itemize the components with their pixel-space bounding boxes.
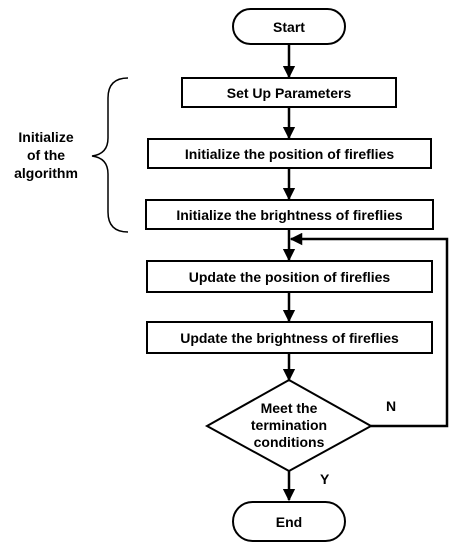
group-brace xyxy=(91,77,129,233)
decision-line-1: Meet the xyxy=(260,400,318,416)
start-terminal: Start xyxy=(232,8,346,45)
branch-no-label: N xyxy=(386,398,397,414)
setup-parameters-box: Set Up Parameters xyxy=(181,77,397,108)
update-brightness-box: Update the brightness of fireflies xyxy=(146,321,433,354)
branch-yes-label: Y xyxy=(320,471,330,487)
group-label-line-3: algorithm xyxy=(14,165,78,181)
update-position-box: Update the position of fireflies xyxy=(146,260,433,293)
decision-label: Meet the termination conditions xyxy=(219,400,359,451)
decision-diamond xyxy=(204,378,374,473)
arrow-loop-back xyxy=(289,232,449,428)
init-position-box: Initialize the position of fireflies xyxy=(147,138,432,169)
group-label-line-1: Initialize xyxy=(18,129,74,145)
group-label-line-2: of the xyxy=(26,147,66,163)
group-label: Initialize of the algorithm xyxy=(0,128,92,182)
decision-line-2: termination xyxy=(250,417,328,433)
end-terminal: End xyxy=(232,501,346,542)
decision-line-3: conditions xyxy=(253,434,325,450)
init-brightness-box: Initialize the brightness of fireflies xyxy=(145,199,434,230)
